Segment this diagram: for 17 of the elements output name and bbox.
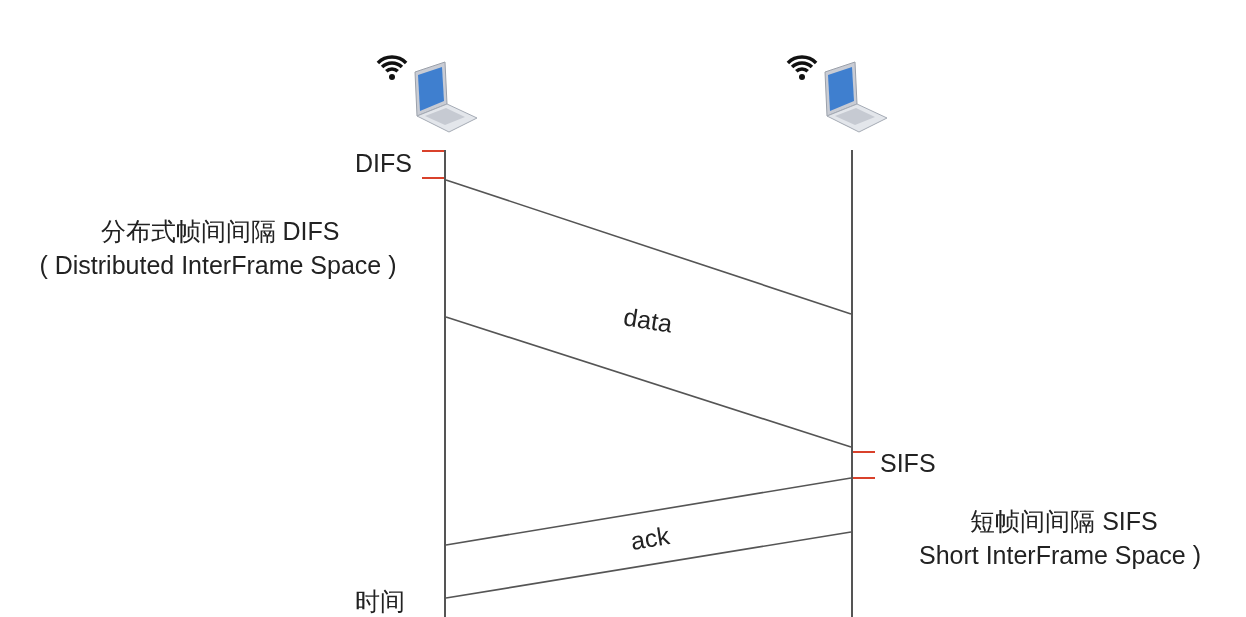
note-text: 短帧间间隔 SIFS xyxy=(970,506,1158,536)
note-text: ( Distributed InterFrame Space ) xyxy=(39,250,397,280)
lifeline xyxy=(444,150,446,617)
laptop-wifi-picture xyxy=(785,52,890,134)
timing-line xyxy=(445,531,852,599)
frame-label: ack xyxy=(628,520,672,556)
interval-label: DIFS xyxy=(355,148,412,178)
laptop-wifi-picture xyxy=(375,52,480,134)
timing-line xyxy=(445,477,852,546)
note-text: Short InterFrame Space ) xyxy=(918,540,1202,570)
timing-line xyxy=(445,316,852,448)
lifeline xyxy=(851,150,853,617)
interval-label: SIFS xyxy=(880,448,936,478)
note-text: 分布式帧间间隔 DIFS xyxy=(100,216,340,246)
timing-line xyxy=(445,179,852,315)
frame-label: data xyxy=(621,301,675,339)
axis-label: 时间 xyxy=(355,586,405,616)
